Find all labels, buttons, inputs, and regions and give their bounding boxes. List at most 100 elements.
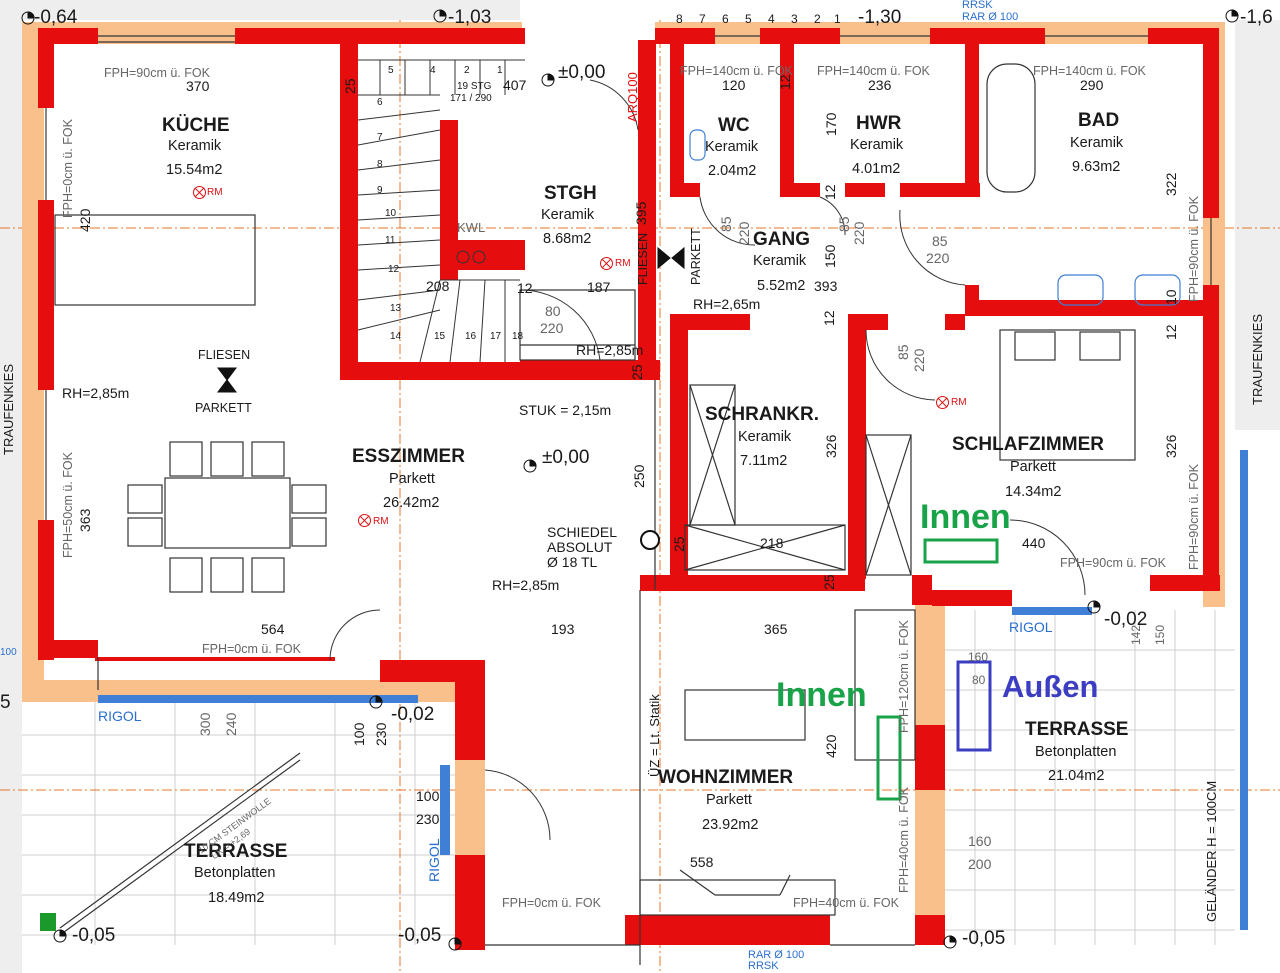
note-fph0-v: FPH=0cm ü. FOK [61,119,75,218]
room-area: 18.49m2 [208,890,265,906]
dim-100b: 100 [416,788,440,804]
door-swings [329,79,1086,841]
note-rigol-right: RIGOL [1009,619,1053,635]
smoke-detector-icon [936,396,949,409]
dim-193: 193 [551,621,575,637]
dim-300: 300 [197,712,213,736]
note-schiedel-1: SCHIEDEL [547,524,618,540]
dim-85d: 85 [895,344,911,360]
step-7: 7 [377,132,383,143]
rm-label-stgh: RM [615,258,631,269]
tick-6: 6 [722,12,729,26]
room-name: GANG [753,229,810,250]
note-fph0-wohn: FPH=0cm ü. FOK [502,896,601,910]
note-fph140-c: FPH=140cm ü. FOK [1033,64,1146,78]
note-parkett: PARKETT [195,401,252,415]
room-floor: Keramik [168,138,222,154]
step-6: 6 [377,97,383,108]
dim-220a: 220 [736,221,752,245]
room-name: WOHNZIMMER [658,767,794,788]
dim-363: 363 [77,508,93,532]
aussen-box [956,660,992,752]
room-name: ESSZIMMER [352,446,465,467]
smoke-detector-icon [600,257,613,270]
room-name: BAD [1078,110,1120,131]
note-fph120-v: FPH=120cm ü. FOK [897,620,911,733]
label-innen-living: Innen [776,676,867,714]
room-area: 7.11m2 [740,453,788,469]
dim-365: 365 [764,621,788,637]
dim-25b: 25 [629,364,645,380]
tick-1: 1 [834,12,841,26]
step-12: 12 [388,264,400,275]
level-top-right2: -1,6 [1240,7,1273,28]
step-15: 15 [434,331,446,342]
level-bottom-right: -0,05 [962,928,1006,949]
dim-230a: 230 [373,722,389,746]
note-kwl: KWL [457,220,486,235]
room-floor: Keramik [850,137,904,153]
dim-240: 240 [223,712,239,736]
room-name: SCHLAFZIMMER [952,434,1104,455]
rm-label-kueche: RM [207,187,223,198]
note-rh265: RH=2,65m [693,296,761,312]
dim-290: 290 [1080,77,1104,93]
dim-326b: 326 [1163,434,1179,458]
note-fph90-schlaf: FPH=90cm ü. FOK [1060,556,1166,570]
room-area: 5.52m2 [757,278,806,294]
dim-12d: 12 [821,310,837,326]
note-arq: ARQ100 [625,72,640,122]
dim-12e: 12 [1163,324,1179,340]
note-traufenkies-left: TRAUFENKIES [1,363,16,455]
room-area: 2.04m2 [708,163,757,179]
note-rigol-v: RIGOL [426,838,442,882]
dim-218: 218 [760,535,784,551]
tick-4: 4 [768,12,775,26]
note-fph90-v-right: FPH=90cm ü. FOK [1187,464,1201,570]
dim-160a: 160 [968,650,989,664]
room-floor: Parkett [389,471,435,487]
note-stuk: STUK = 2,15m [519,402,612,418]
note-rh285-c: RH=2,85m [492,577,560,593]
dim-395: 395 [633,201,649,225]
dim-407: 407 [503,77,527,93]
dim-322: 322 [1163,172,1179,196]
step-18: 18 [512,331,524,342]
room-area: 8.68m2 [543,231,592,247]
tick-5: 5 [745,12,752,26]
dim-420: 420 [77,208,93,232]
dim-10: 10 [1163,289,1179,305]
note-fph90: FPH=90cm ü. FOK [104,66,210,80]
level-bottom-left: -0,05 [72,925,116,946]
note-fph40-wohn: FPH=40cm ü. FOK [793,896,899,910]
step-9: 9 [377,185,383,196]
dim-85a: 85 [718,216,734,232]
room-area: 21.04m2 [1048,768,1105,784]
dim-230b: 230 [416,811,440,827]
room-name: KÜCHE [162,115,230,136]
note-rrsk-top: RRSK [962,0,993,11]
level-terrasse-left: -0,02 [391,704,435,725]
label-aussen: Außen [1002,669,1099,704]
rm-label-schlaf: RM [951,397,967,408]
room-area: 4.01m2 [852,161,901,177]
room-area: 9.63m2 [1072,159,1121,175]
room-floor: Keramik [738,429,792,445]
dim-187: 187 [587,279,611,295]
dim-150b: 150 [1153,624,1167,645]
rigol-strips [98,450,1248,930]
room-floor: Betonplatten [1035,744,1117,760]
dim-80b: 80 [972,673,986,687]
note-rrsk-bottom: RRSK [748,960,779,972]
dim-80: 80 [545,303,561,319]
tick-2: 2 [814,12,821,26]
dim-12a: 12 [517,280,533,296]
innen-box-bedroom [923,538,999,564]
room-area: 15.54m2 [166,162,223,178]
note-fph40-v: FPH=40cm ü. FOK [897,787,911,893]
room-area: 23.92m2 [702,817,759,833]
dim-420b: 420 [823,734,839,758]
step-2: 2 [464,65,470,76]
